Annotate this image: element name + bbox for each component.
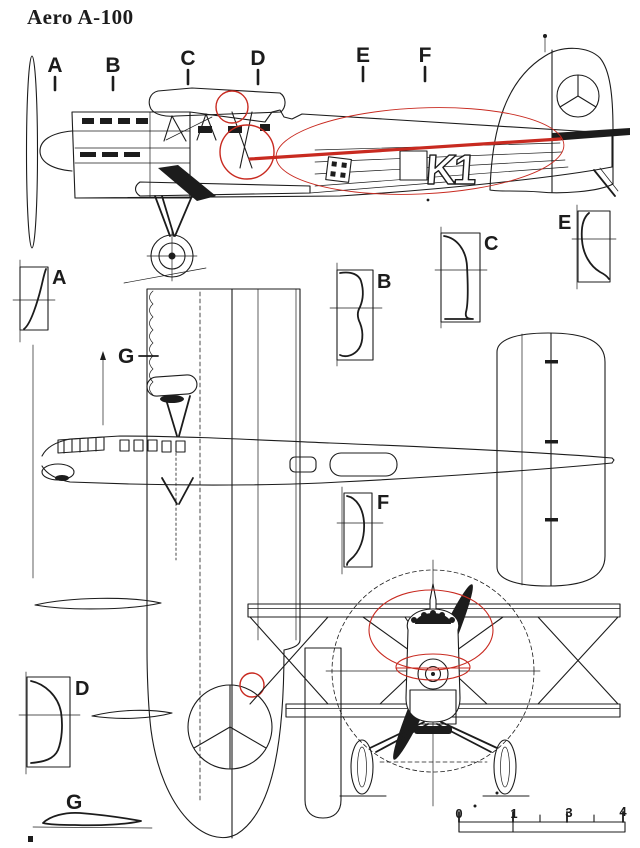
red-annotations-side <box>215 90 565 195</box>
side-view: K1 <box>25 34 630 284</box>
red-circle-wing <box>239 672 265 698</box>
svg-text:C: C <box>180 47 195 70</box>
windshield-hatch <box>57 436 105 454</box>
station-marker-c: C <box>180 47 196 86</box>
landing-gear <box>123 195 207 284</box>
station-marker-f: F <box>419 44 432 83</box>
cockpit-opening <box>329 452 398 477</box>
svg-text:A: A <box>52 267 66 289</box>
bracing-wires <box>249 616 619 705</box>
station-marker-b: B <box>105 54 121 92</box>
wheel-left <box>350 739 374 795</box>
print-dot <box>473 804 477 808</box>
tailplane-plan <box>496 332 606 587</box>
wing-panel <box>146 288 301 839</box>
scale-bar: 0 1 3 4 <box>455 791 627 833</box>
slat-pointer: G <box>118 345 159 368</box>
gear-front <box>339 721 530 797</box>
tailplane-side <box>552 128 630 141</box>
aileron <box>304 647 342 819</box>
center-arrow <box>100 351 106 426</box>
section-b: B <box>329 262 391 367</box>
station-markers: A B C D E F <box>47 44 432 92</box>
fuselage-code: K1 <box>425 146 479 193</box>
svg-text:D: D <box>250 47 265 70</box>
front-view <box>247 559 621 807</box>
svg-text:0: 0 <box>455 806 462 821</box>
red-annotations-front <box>368 589 494 681</box>
svg-text:E: E <box>356 44 370 67</box>
cabane-struts <box>163 111 253 169</box>
radiator <box>409 689 457 725</box>
print-dot <box>426 198 430 202</box>
svg-text:E: E <box>558 212 571 234</box>
fuselage <box>74 109 613 202</box>
svg-text:A: A <box>47 54 62 77</box>
print-dot <box>495 791 499 795</box>
svg-text:B: B <box>377 271 391 293</box>
station-marker-d: D <box>250 47 266 86</box>
svg-text:F: F <box>419 44 432 67</box>
propeller-blade <box>25 55 39 249</box>
svg-text:F: F <box>377 492 389 514</box>
svg-text:4: 4 <box>619 804 627 819</box>
fuselage-plan <box>41 435 615 486</box>
svg-text:D: D <box>75 678 89 700</box>
wheel-right <box>493 739 517 795</box>
section-a: A <box>12 259 66 343</box>
edge-surface-2 <box>91 709 173 719</box>
upper-wing-section <box>148 87 286 117</box>
cockpit-front <box>289 456 317 473</box>
svg-text:G: G <box>118 345 134 368</box>
spinner <box>39 130 73 172</box>
svg-text:G: G <box>66 791 82 814</box>
edge-surface-1 <box>34 597 162 610</box>
red-ellipse-hub <box>395 653 471 681</box>
section-d: D <box>18 671 89 775</box>
svg-text:C: C <box>484 233 498 255</box>
engine-cowling <box>71 111 216 201</box>
tail-fin <box>489 34 630 197</box>
station-marker-a: A <box>47 54 63 92</box>
airfoil-g: G <box>28 791 153 842</box>
square-marking <box>399 150 428 181</box>
red-line <box>248 137 562 161</box>
svg-text:1: 1 <box>510 806 517 821</box>
section-f: F <box>336 486 389 575</box>
station-marker-e: E <box>356 44 370 83</box>
wing-roundel <box>187 684 273 770</box>
svg-text:B: B <box>105 54 120 77</box>
red-circle-large <box>219 124 275 180</box>
fuselage-roundel <box>325 156 352 183</box>
ground-line <box>123 267 207 284</box>
svg-text:3: 3 <box>565 805 572 820</box>
lower-wing <box>134 179 471 197</box>
gear-plan <box>146 374 198 561</box>
tail-skid <box>593 169 616 197</box>
section-c: C <box>434 226 498 329</box>
leading-edge-slat <box>149 290 154 396</box>
page-title: Aero A-100 <box>27 5 134 29</box>
red-ellipse-engine <box>368 589 494 671</box>
red-circle-small <box>215 90 249 124</box>
corner-mark <box>28 836 33 842</box>
plan-view <box>32 288 615 839</box>
deck-panels <box>119 439 186 453</box>
engine-front <box>405 608 461 734</box>
fuselage-markings: K1 <box>325 145 479 194</box>
section-e: E <box>558 204 617 290</box>
